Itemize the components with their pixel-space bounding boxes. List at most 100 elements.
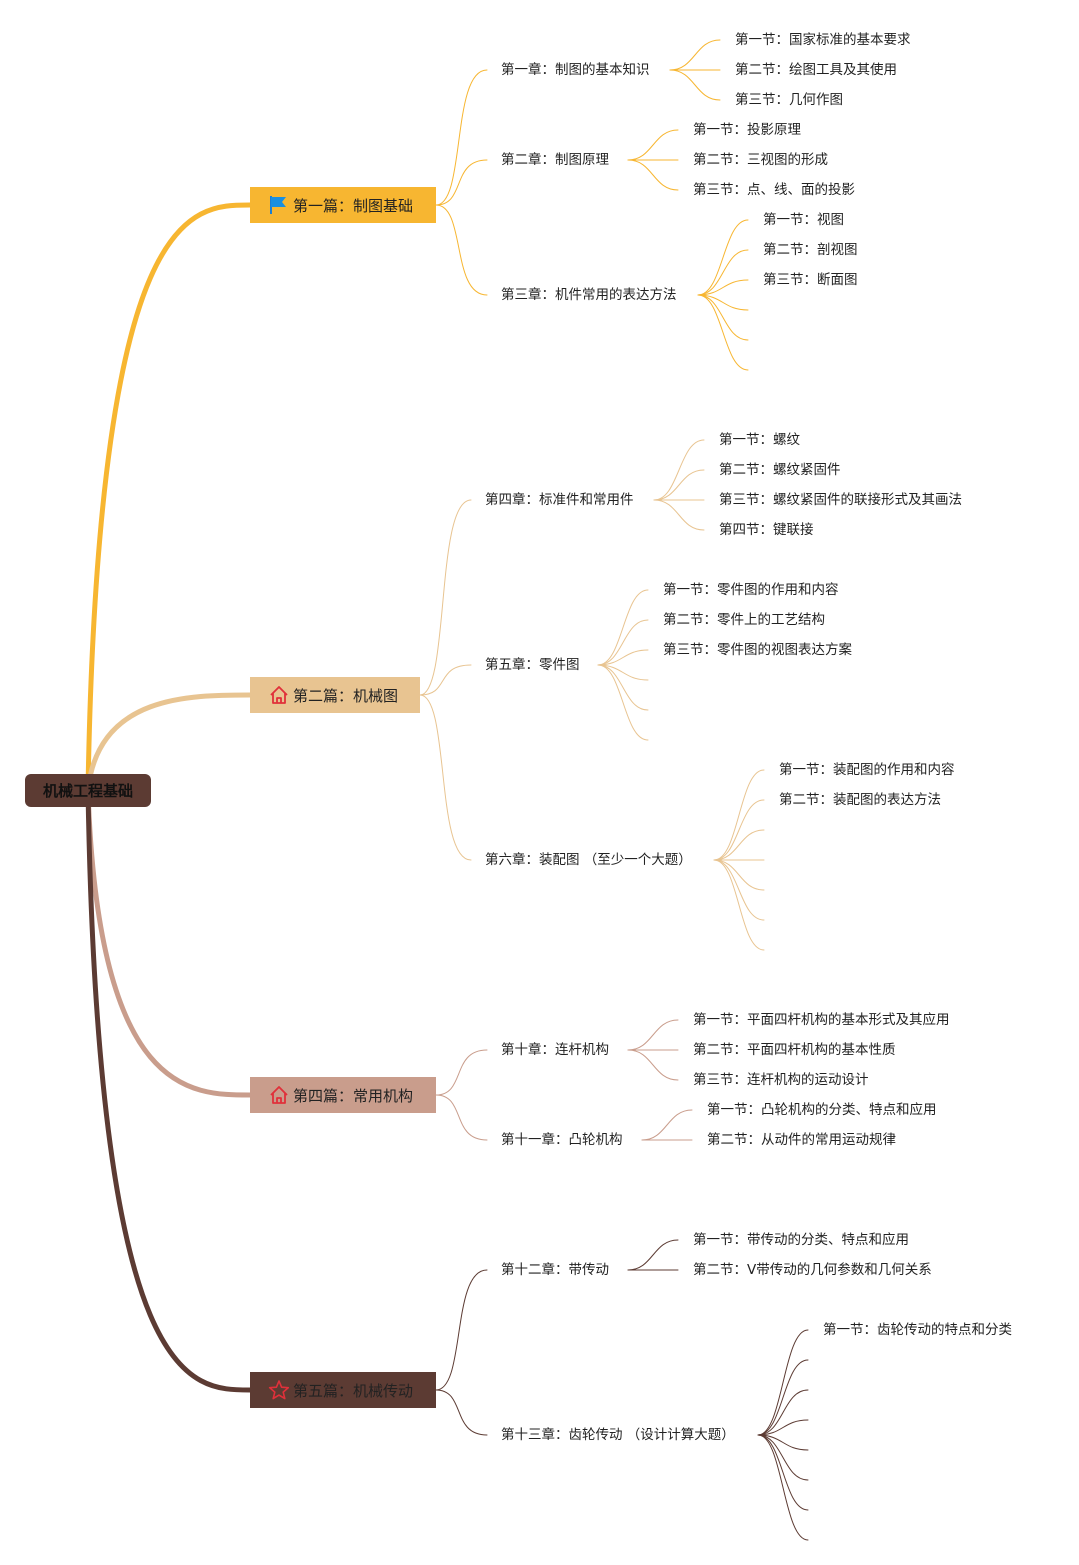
chapter-to-section-link [697,249,749,296]
section-node[interactable]: 第一节：凸轮机构的分类、特点和应用 [707,1102,937,1118]
root-label: 机械工程基础 [42,782,133,800]
section-node[interactable]: 第三节：零件图的视图表达方案 [663,642,852,658]
section-node[interactable]: 第三节：断面图 [763,272,858,288]
part-to-chapter-link [419,694,472,861]
home-icon [268,1084,290,1106]
chapter-to-section-link [627,1019,679,1051]
root-to-part-link [85,202,253,793]
chapter-to-section-link [653,469,705,501]
chapter-to-section-link [757,1434,809,1481]
chapter-to-section-link [627,1239,679,1271]
part-label: 第二篇：机械图 [293,686,399,705]
part-to-chapter-link [435,1389,488,1436]
part-to-chapter-link [435,69,488,206]
section-node[interactable]: 第二节：零件上的工艺结构 [663,612,825,628]
chapter-to-section-link [697,219,749,296]
chapter-to-section-link [757,1329,809,1436]
section-node[interactable]: 第一节：视图 [763,212,844,228]
chapter-to-section-link [627,129,679,161]
chapter-to-section-link [597,649,649,666]
part-label: 第四篇：常用机构 [293,1086,414,1105]
chapter-to-section-link [627,1049,679,1081]
flag-icon [268,194,290,216]
chapter-to-section-link [653,439,705,501]
chapter-to-section-link [757,1434,809,1541]
chapter-to-section-link [713,859,765,951]
part-to-chapter-link [435,1269,488,1391]
chapter-node[interactable]: 第一章：制图的基本知识 [501,62,650,78]
chapter-to-section-link [597,664,649,741]
part-node[interactable]: 第二篇：机械图 [250,677,420,713]
section-node[interactable]: 第一节：带传动的分类、特点和应用 [693,1232,909,1248]
section-node[interactable]: 第二节：三视图的形成 [693,152,828,168]
chapter-node[interactable]: 第十一章：凸轮机构 [501,1132,623,1148]
part-to-chapter-link [435,1094,488,1141]
section-node[interactable]: 第三节：几何作图 [735,92,843,108]
section-node[interactable]: 第二节：绘图工具及其使用 [735,62,897,78]
part-to-chapter-link [435,1049,488,1096]
chapter-to-section-link [597,664,649,711]
section-node[interactable]: 第一节：国家标准的基本要求 [735,32,911,48]
root-to-part-link [85,692,253,793]
section-node[interactable]: 第二节：V带传动的几何参数和几何关系 [693,1262,932,1278]
part-label: 第五篇：机械传动 [293,1381,414,1400]
chapter-to-section-link [713,769,765,861]
part-to-chapter-link [419,664,472,696]
chapter-to-section-link [697,294,749,341]
part-to-chapter-link [435,159,488,206]
part-to-chapter-link [435,204,488,296]
chapter-to-section-link [713,799,765,861]
section-node[interactable]: 第一节：平面四杆机构的基本形式及其应用 [693,1012,950,1028]
chapter-to-section-link [697,279,749,296]
chapter-to-section-link [597,619,649,666]
chapter-to-section-link [757,1434,809,1511]
chapter-to-section-link [757,1434,809,1451]
section-node[interactable]: 第二节：平面四杆机构的基本性质 [693,1042,896,1058]
chapter-to-section-link [597,589,649,666]
chapter-node[interactable]: 第三章：机件常用的表达方法 [501,287,677,303]
root-to-part-link [85,787,253,1393]
chapter-node[interactable]: 第五章：零件图 [485,657,580,673]
chapter-to-section-link [757,1389,809,1436]
chapter-node[interactable]: 第十三章：齿轮传动 （设计计算大题） [501,1427,735,1443]
home-icon [268,684,290,706]
chapter-node[interactable]: 第十二章：带传动 [501,1262,609,1278]
part-to-chapter-link [419,499,472,696]
section-node[interactable]: 第三节：连杆机构的运动设计 [693,1072,869,1088]
star-icon [268,1379,290,1401]
part-label: 第一篇：制图基础 [293,196,414,215]
section-node[interactable]: 第二节：螺纹紧固件 [719,462,841,478]
section-node[interactable]: 第四节：键联接 [719,522,814,538]
chapter-to-section-link [597,664,649,681]
section-node[interactable]: 第一节：装配图的作用和内容 [779,762,955,778]
chapter-to-section-link [641,1109,693,1141]
section-node[interactable]: 第一节：零件图的作用和内容 [663,582,839,598]
chapter-to-section-link [757,1419,809,1436]
chapter-to-section-link [669,39,721,71]
part-node[interactable]: 第一篇：制图基础 [250,187,436,223]
chapter-node[interactable]: 第四章：标准件和常用件 [485,492,634,508]
chapter-to-section-link [757,1359,809,1436]
section-node[interactable]: 第三节：点、线、面的投影 [693,182,855,198]
section-node[interactable]: 第二节：从动件的常用运动规律 [707,1132,896,1148]
chapter-to-section-link [627,159,679,191]
chapter-to-section-link [713,859,765,891]
chapter-to-section-link [697,294,749,311]
root-node[interactable]: 机械工程基础 [25,774,151,807]
section-node[interactable]: 第二节：装配图的表达方法 [779,792,941,808]
chapter-to-section-link [713,859,765,921]
section-node[interactable]: 第一节：投影原理 [693,122,801,138]
part-node[interactable]: 第五篇：机械传动 [250,1372,436,1408]
part-node[interactable]: 第四篇：常用机构 [250,1077,436,1113]
chapter-node[interactable]: 第二章：制图原理 [501,152,609,168]
chapter-node[interactable]: 第十章：连杆机构 [501,1042,609,1058]
root-to-part-link [85,787,253,1098]
section-node[interactable]: 第二节：剖视图 [763,242,858,258]
section-node[interactable]: 第一节：螺纹 [719,432,800,448]
chapter-to-section-link [697,294,749,371]
chapter-node[interactable]: 第六章：装配图 （至少一个大题） [485,852,692,868]
section-node[interactable]: 第一节：齿轮传动的特点和分类 [823,1322,1012,1338]
section-node[interactable]: 第三节：螺纹紧固件的联接形式及其画法 [719,492,962,508]
